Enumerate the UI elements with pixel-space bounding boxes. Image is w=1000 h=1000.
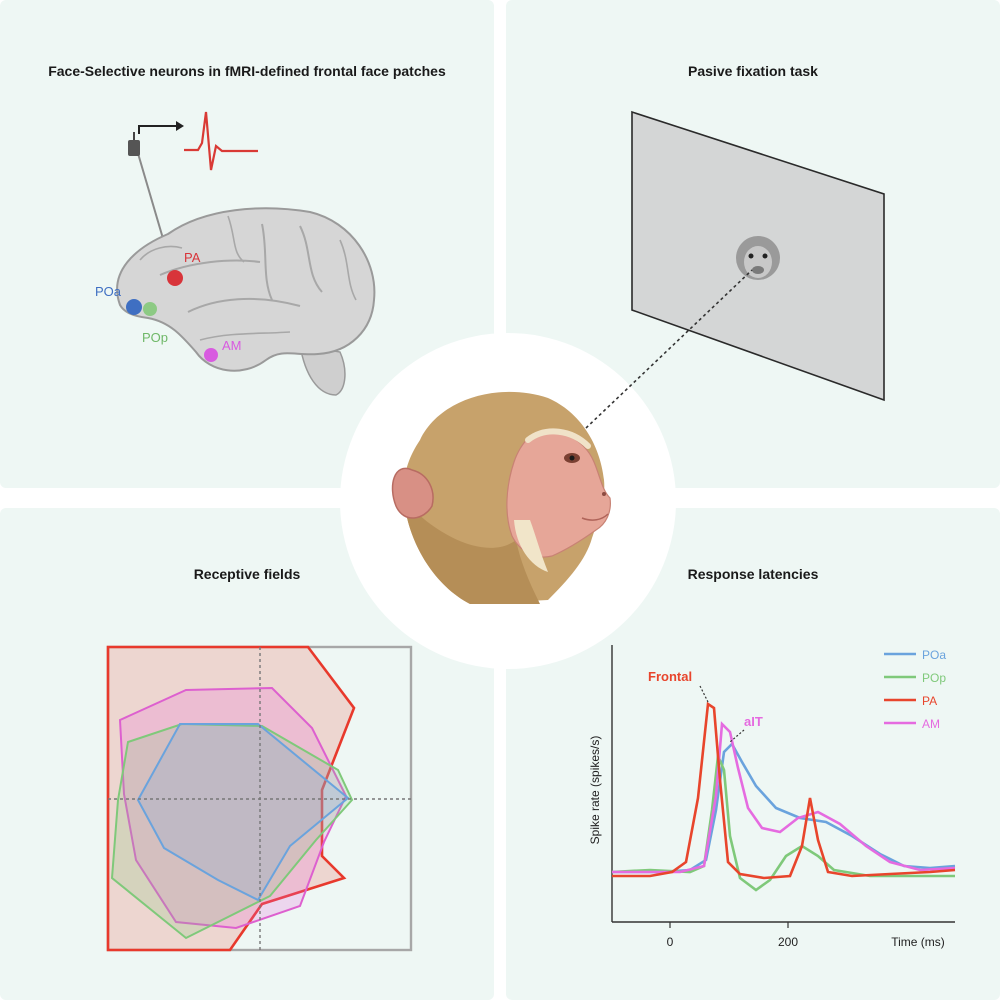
rf-poa xyxy=(136,723,350,902)
panel-title-face-selective: Face-Selective neurons in fMRI-defined f… xyxy=(48,63,446,79)
pa-label: PA xyxy=(184,250,201,265)
poa-label: POa xyxy=(95,284,122,299)
am-marker xyxy=(204,348,218,362)
monkey-face-stimulus xyxy=(736,236,780,280)
brain-illustration xyxy=(116,207,376,396)
poa-marker xyxy=(126,299,142,315)
panel-title-receptive-fields: Receptive fields xyxy=(193,566,301,582)
panel-title-passive-fixation: Pasive fixation task xyxy=(688,63,818,79)
receptive-fields-plot xyxy=(106,645,413,952)
pop-label: POp xyxy=(142,330,168,345)
am-label: AM xyxy=(222,338,242,353)
spike-waveform-icon xyxy=(184,111,258,171)
pa-marker xyxy=(167,270,183,286)
rf-pop xyxy=(110,722,354,940)
brain-diagram: PA POa POp AM xyxy=(95,111,376,396)
panel-title-response-latencies: Response latencies xyxy=(687,566,819,582)
rf-am xyxy=(118,686,348,930)
pop-marker xyxy=(143,302,157,316)
